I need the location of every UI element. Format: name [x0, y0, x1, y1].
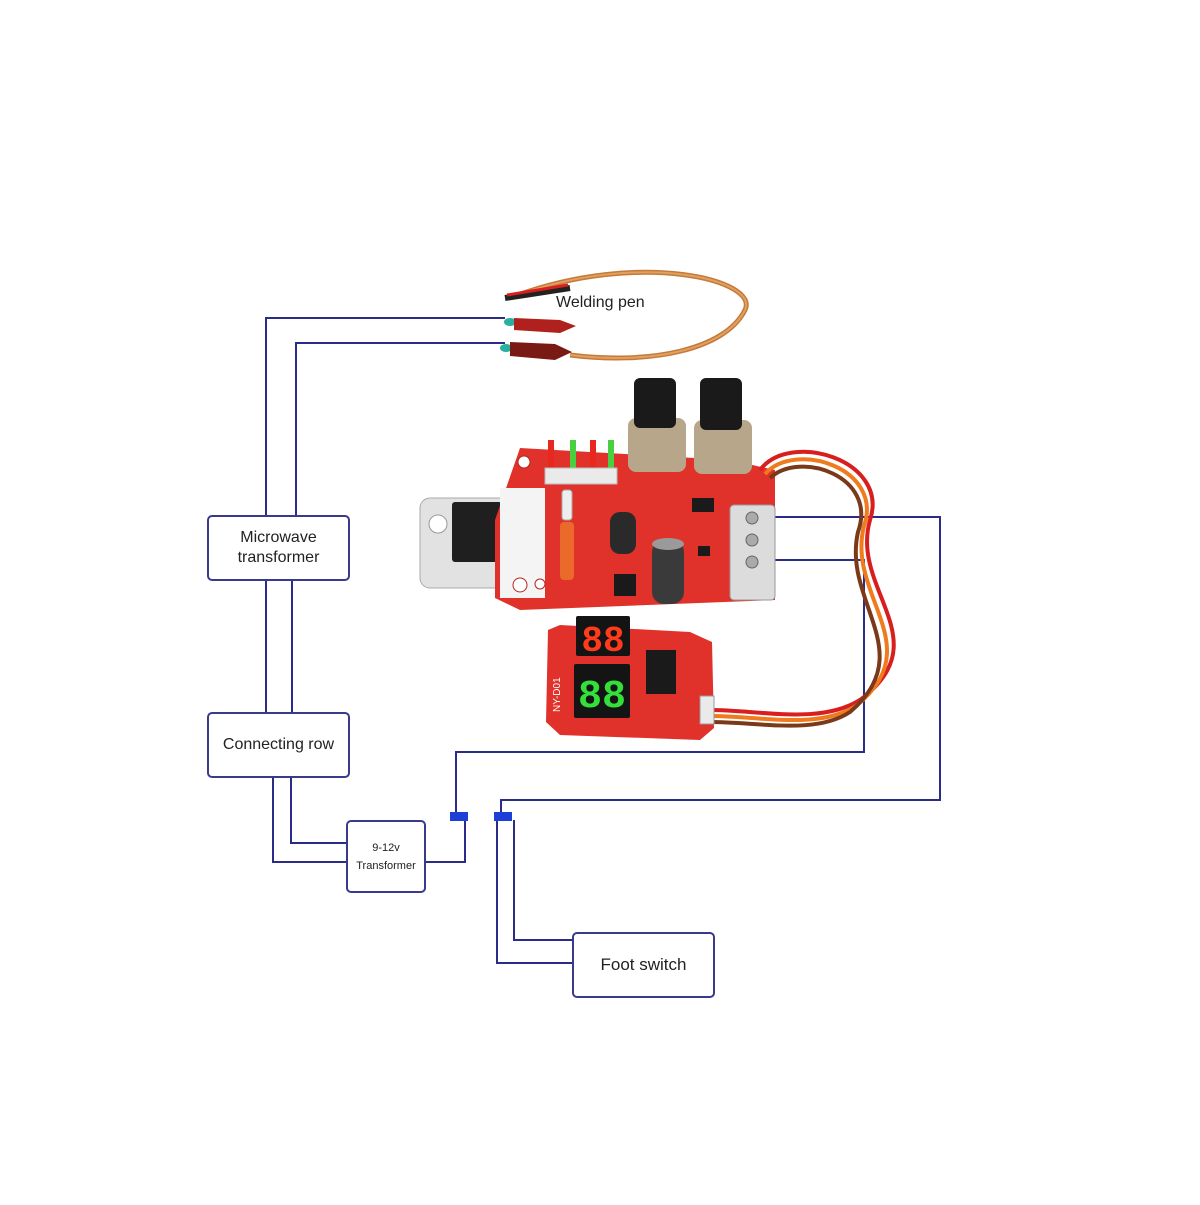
pen-lead-arc-inner: [514, 271, 748, 359]
display-lower-digits: 88: [578, 675, 626, 720]
pot-left-base: [628, 418, 686, 472]
capacitor-large: [652, 540, 684, 604]
led-red-1: [548, 440, 554, 468]
pin-header: [544, 467, 618, 485]
chip-2: [692, 498, 714, 512]
capacitor-small: [610, 512, 636, 554]
transformer-voltage-label: 9-12v: [372, 841, 400, 854]
display-module: 88 88 NY-D01: [546, 616, 715, 740]
terminal-screw-2: [745, 533, 759, 547]
welding-pen-label: Welding pen: [556, 294, 645, 311]
triac-body: [452, 502, 502, 562]
pot-right-base: [694, 420, 752, 474]
wire-conn-trans-inner: [290, 778, 346, 844]
wire-trans-board-b: [455, 559, 865, 816]
pcb-hole-2: [512, 577, 528, 593]
probe-upper-tip: [504, 318, 516, 326]
display-upper-frame: [576, 616, 630, 656]
pcb-hole-1: [517, 455, 531, 469]
microwave-transformer-box: Microwave transformer: [207, 515, 350, 581]
pot-left-knob: [634, 378, 676, 428]
wire-conn-trans-outer: [272, 778, 346, 863]
microwave-transformer-label-line1: Microwave: [240, 529, 317, 546]
led-green-1: [570, 440, 576, 468]
probe-lower-tip: [500, 344, 512, 352]
wire-foot-board: [500, 516, 941, 816]
capacitor-large-top: [652, 538, 684, 550]
display-upper-digits: 88: [581, 621, 624, 662]
connecting-row-label: Connecting row: [222, 736, 335, 753]
display-lower-frame: [574, 664, 630, 718]
resistor-orange: [560, 522, 574, 580]
probe-lower-body: [510, 342, 572, 360]
connector-block-right: [494, 812, 512, 821]
led-red-2: [590, 440, 596, 468]
heatsink-hole: [428, 514, 448, 534]
terminal-screw-3: [745, 555, 759, 569]
wire-pen-lower: [295, 342, 505, 515]
wire-foot-outer: [496, 820, 572, 964]
pen-lead-top: [504, 285, 571, 301]
connector-block-left: [450, 812, 468, 821]
foot-switch-box: Foot switch: [572, 932, 715, 998]
diode-white: [561, 489, 573, 521]
display-driver-ic: [646, 650, 676, 694]
pot-right-knob: [700, 378, 742, 430]
connecting-row-box: Connecting row: [207, 712, 350, 778]
transformer-label: Transformer: [356, 859, 416, 872]
chip-3: [698, 546, 710, 556]
display-connector: [699, 695, 715, 725]
probe-upper-body: [514, 318, 576, 333]
wire-foot-inner: [513, 820, 572, 941]
terminal-block: [729, 504, 776, 601]
pcb-hole-3: [534, 578, 546, 590]
wire-trans-board-a: [426, 816, 466, 863]
wire-pen-upper: [265, 317, 505, 515]
terminal-screw-1: [745, 511, 759, 525]
ribbon-wire-orange: [709, 457, 889, 723]
led-green-2: [608, 440, 614, 468]
transformer-box: 9-12v Transformer: [346, 820, 426, 893]
wiring-lines: [265, 317, 941, 964]
welding-pen: [500, 269, 749, 361]
pen-lead-top-red: [506, 283, 569, 297]
chip-1: [614, 574, 636, 596]
ribbon-wire-red: [709, 449, 896, 717]
ribbon-wire-brown: [709, 464, 882, 728]
display-module-label: NY-D01: [552, 677, 563, 712]
microwave-transformer-label-line2: transformer: [237, 549, 320, 566]
control-board: [419, 378, 896, 728]
foot-switch-label: Foot switch: [600, 955, 687, 974]
